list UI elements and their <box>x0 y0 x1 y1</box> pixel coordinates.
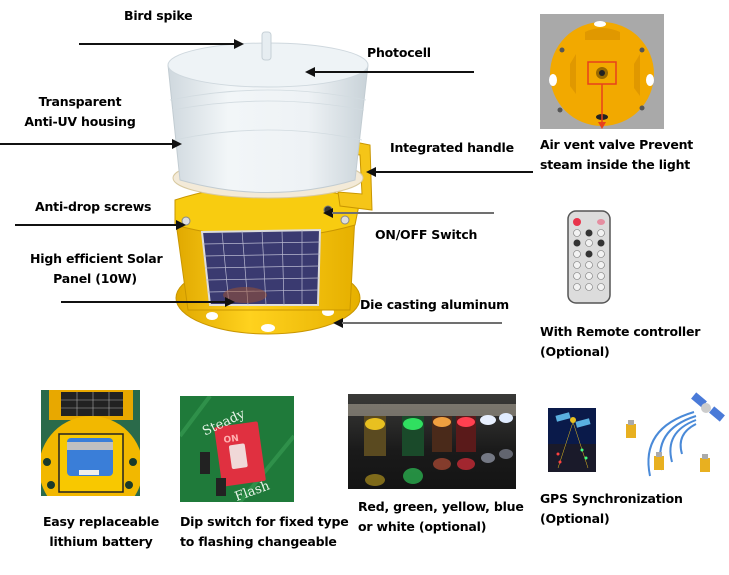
led-colors-label: Red, green, yellow, blue or white (optio… <box>358 497 524 537</box>
dip-switch-photo: Steady ON Flash <box>180 396 294 502</box>
battery-label: Easy replaceable lithium battery <box>40 512 162 552</box>
callout-photocell-label: Photocell <box>367 45 431 60</box>
gps-label: GPS Synchronization (Optional) <box>540 489 683 529</box>
battery-line-2: lithium battery <box>49 534 153 549</box>
callout-handle-line <box>375 171 533 173</box>
arrowhead-right-icon <box>225 297 235 307</box>
gps-line-2: (Optional) <box>540 511 610 526</box>
battery-compartment-illustration <box>41 390 140 496</box>
led-colors-illustration <box>348 404 516 486</box>
remote-line-1: With Remote controller <box>540 324 701 339</box>
callout-screws-label: Anti-drop screws <box>35 199 152 214</box>
dip-switch-line-2: to flashing changeable <box>180 534 337 549</box>
air-vent-base-illustration <box>549 21 654 129</box>
callout-switch-line <box>332 212 494 214</box>
callout-switch-label: ON/OFF Switch <box>375 227 478 242</box>
callout-base-label: Die casting aluminum <box>360 297 509 312</box>
dip-switch-line-1: Dip switch for fixed type <box>180 514 349 529</box>
air-vent-photo <box>540 14 664 129</box>
pcb-on-text: ON <box>223 434 239 446</box>
battery-photo <box>41 390 140 496</box>
remote-controller-icon <box>567 210 611 304</box>
air-vent-label: Air vent valve Prevent steam inside the … <box>540 135 693 175</box>
callout-photocell-line <box>314 71 474 73</box>
led-colors-line-1: Red, green, yellow, blue <box>358 499 524 514</box>
remote-line-2: (Optional) <box>540 344 610 359</box>
arrowhead-left-icon <box>366 167 376 177</box>
callout-screws-line <box>15 224 177 226</box>
dip-switch-illustration: Steady ON Flash <box>180 396 294 502</box>
remote-controller-photo <box>566 209 612 305</box>
arrowhead-right-icon <box>176 220 186 230</box>
gps-line-1: GPS Synchronization <box>540 491 683 506</box>
battery-line-1: Easy replaceable <box>42 514 160 529</box>
arrowhead-left-icon <box>305 67 315 77</box>
arrowhead-left-icon <box>323 208 333 218</box>
air-vent-line-1: Air vent valve Prevent <box>540 137 694 152</box>
led-colors-line-2: or white (optional) <box>358 519 487 534</box>
callout-housing-line-2: Anti-UV housing <box>24 114 136 129</box>
air-vent-line-2: steam inside the light <box>540 157 691 172</box>
main-product-image <box>150 20 380 340</box>
callout-housing-label: Transparent Anti-UV housing <box>18 92 142 132</box>
callout-housing-line <box>0 143 172 145</box>
arrowhead-left-icon <box>333 318 343 328</box>
led-colors-photo <box>348 394 516 489</box>
callout-bird-spike-label: Bird spike <box>124 8 193 23</box>
callout-handle-label: Integrated handle <box>390 140 514 155</box>
callout-base-line <box>342 322 502 324</box>
callout-solar-label: High efficient Solar Panel (10W) <box>30 249 163 289</box>
remote-label: With Remote controller (Optional) <box>540 322 700 362</box>
gps-photo <box>546 384 726 484</box>
arrowhead-right-icon <box>172 139 182 149</box>
callout-solar-line <box>61 301 226 303</box>
callout-bird-spike-line <box>79 43 236 45</box>
callout-solar-line-1: High efficient Solar <box>30 251 163 266</box>
gps-synchronization-illustration <box>548 392 725 477</box>
callout-solar-line-2: Panel (10W) <box>53 271 137 286</box>
solar-obstruction-light-illustration <box>167 31 373 335</box>
callout-housing-line-1: Transparent <box>38 94 122 109</box>
arrowhead-right-icon <box>234 39 244 49</box>
dip-switch-label: Dip switch for fixed type to flashing ch… <box>180 512 349 552</box>
